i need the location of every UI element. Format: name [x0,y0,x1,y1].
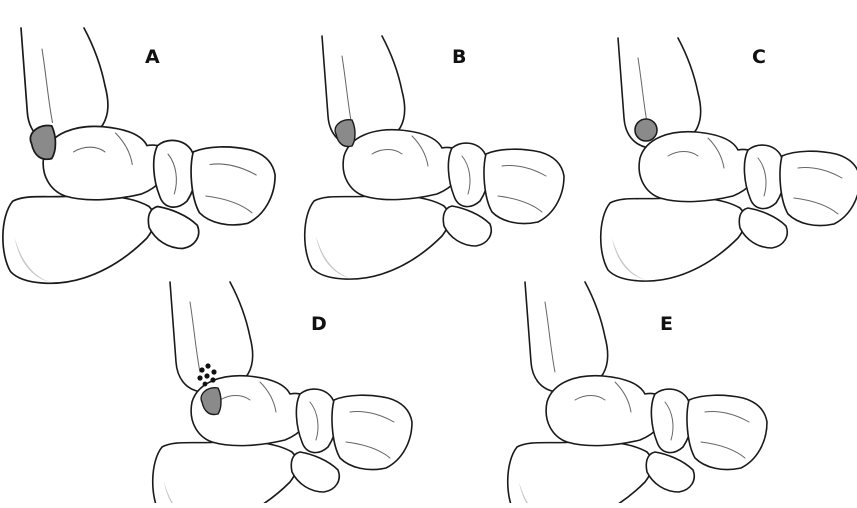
panel-b-diagram [305,36,564,279]
panel-label-c: C [752,48,766,67]
panel-a-diagram [3,28,275,283]
panel-c-diagram [601,38,857,281]
os-trigonum-ossicle-a [30,125,55,159]
panel-d-diagram [153,282,412,503]
panel-label-e: E [660,315,673,334]
os-trigonum-ossicle-b [335,120,355,147]
panel-label-d: D [311,315,327,334]
os-trigonum-ossicle-c [635,119,657,141]
panel-label-b: B [452,48,466,67]
panel-e-diagram [508,282,767,503]
panel-label-a: A [145,48,160,67]
